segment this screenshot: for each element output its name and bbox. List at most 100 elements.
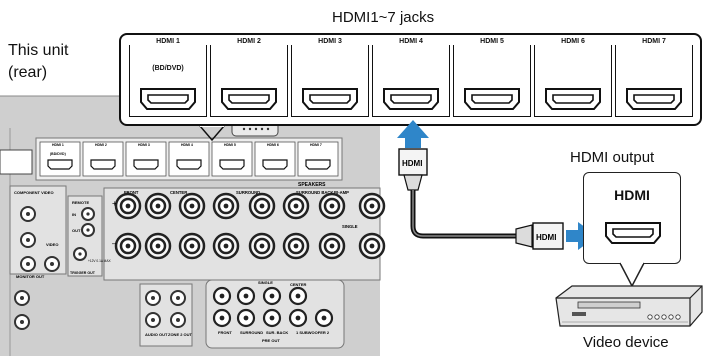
rear-small-jack: HDMI 7 <box>297 141 339 177</box>
preout-jack <box>212 308 232 328</box>
rear-small-jack: HDMI 3 <box>125 141 167 177</box>
hdmi-port-icon <box>464 88 520 110</box>
jack-hdmi-3-label: HDMI 3 <box>314 38 346 45</box>
device-hdmi-box: HDMI <box>583 172 681 264</box>
preout-jack <box>236 308 256 328</box>
hdmi-port-icon <box>221 88 277 110</box>
preout-surback-label: SUR. BACK <box>266 330 288 335</box>
speaker-terminal <box>318 232 346 260</box>
preout-center-label: CENTER <box>290 282 307 287</box>
speaker-group-label: BI-AMP <box>334 190 349 195</box>
unit-label-line2: (rear) <box>8 64 48 81</box>
preout-jack <box>262 308 282 328</box>
subwoofer-label: 1 SUBWOOFER 2 <box>296 330 330 335</box>
preout-surround-label: SURROUND <box>240 330 263 335</box>
audio-out-label: AUDIO OUT <box>145 332 168 337</box>
preout-single-label: SINGLE <box>258 280 273 285</box>
rear-small-jack: HDMI 4 <box>168 141 210 177</box>
jack-hdmi-5-label: HDMI 5 <box>476 38 508 45</box>
speaker-terminal <box>282 232 310 260</box>
plug-label-top: HDMI <box>402 159 422 168</box>
speaker-group-label: SURROUND BACK <box>296 190 333 195</box>
speaker-group-label: SURROUND <box>236 190 260 195</box>
arrow-up-icon <box>397 120 429 148</box>
jack-hdmi-6[interactable]: HDMI 6 <box>534 38 612 117</box>
monitor-out-label: MONITOR OUT <box>16 274 45 279</box>
speaker-terminal <box>212 192 240 220</box>
jack-hdmi-6-label: HDMI 6 <box>557 38 589 45</box>
video-label: VIDEO <box>46 242 58 247</box>
svg-text:–: – <box>112 239 117 248</box>
cable-plug-side <box>532 222 564 250</box>
zone2-out-label: ZONE 2 OUT <box>168 332 193 337</box>
jack-hdmi-2-label: HDMI 2 <box>233 38 265 45</box>
speaker-terminal <box>318 192 346 220</box>
device-callout-pointer <box>619 262 645 288</box>
rear-small-jack-label: HDMI 3 <box>138 143 150 147</box>
hdmi-jacks-panel: HDMI 1 (BD/DVD) HDMI 2 HDMI 3 HDMI 4 HDM… <box>119 33 702 126</box>
disc-tray <box>577 301 641 309</box>
rear-jack-partial <box>0 149 33 175</box>
speaker-terminal <box>178 192 206 220</box>
preout-jack <box>236 286 256 306</box>
jack-hdmi-2[interactable]: HDMI 2 <box>210 38 288 117</box>
rear-small-jack: HDMI 2 <box>82 141 124 177</box>
preout-jack <box>314 308 334 328</box>
preout-jack <box>288 286 308 306</box>
jack-hdmi-5[interactable]: HDMI 5 <box>453 38 531 117</box>
speaker-terminal <box>212 232 240 260</box>
speakers-label: SPEAKERS <box>298 182 326 188</box>
speaker-terminal <box>114 232 142 260</box>
hdmi-port-icon <box>626 88 682 110</box>
rear-small-jack-label: HDMI 6 <box>267 143 279 147</box>
rear-small-jack: HDMI 1 (BD/DVD) <box>39 141 81 177</box>
speaker-terminal <box>358 192 386 220</box>
cable-strain-relief-top <box>403 174 423 191</box>
device-hdmi-label: HDMI <box>614 187 650 203</box>
callout-pointer <box>199 125 225 142</box>
jack-hdmi-4[interactable]: HDMI 4 <box>372 38 450 117</box>
hdmi-port-icon <box>302 88 358 110</box>
svg-text:+: + <box>112 199 117 208</box>
unit-label: This unit (rear) <box>8 40 68 84</box>
trigger-label: TRIGGER OUT <box>70 271 96 275</box>
rear-small-jack-label: HDMI 5 <box>224 143 236 147</box>
jack-hdmi-4-label: HDMI 4 <box>395 38 427 45</box>
hdmi-output-title: HDMI output <box>570 149 655 166</box>
jack-hdmi-1-label: HDMI 1 <box>152 38 184 45</box>
hdmi-port-icon <box>140 88 196 110</box>
jacks-title: HDMI1~7 jacks <box>332 9 435 26</box>
plug-label-side: HDMI <box>536 233 556 242</box>
speaker-terminal <box>114 192 142 220</box>
cable-strain-relief-side <box>515 224 533 248</box>
trigger-spec-label: +12V 0.1A MAX <box>88 259 111 263</box>
speaker-terminal <box>358 232 386 260</box>
hdmi-port-icon[interactable] <box>604 221 662 245</box>
single-label: SINGLE <box>342 224 358 229</box>
speaker-terminal <box>282 192 310 220</box>
rear-small-jack-label: HDMI 7 <box>310 143 322 147</box>
jack-hdmi-1[interactable]: HDMI 1 (BD/DVD) <box>129 38 207 117</box>
speaker-terminal <box>144 192 172 220</box>
remote-label: REMOTE <box>72 200 89 205</box>
preout-jack <box>262 286 282 306</box>
speaker-terminal <box>144 232 172 260</box>
component-label: COMPONENT VIDEO <box>14 190 54 195</box>
unit-label-line1: This unit <box>8 42 69 59</box>
rear-small-jack-label: HDMI 2 <box>95 143 107 147</box>
jack-hdmi-3[interactable]: HDMI 3 <box>291 38 369 117</box>
preout-jack <box>212 286 232 306</box>
preout-front-label: FRONT <box>218 330 232 335</box>
rear-small-jack-label: HDMI 1 <box>52 143 64 147</box>
rear-small-jack-label: HDMI 4 <box>181 143 193 147</box>
speaker-group-label: CENTER <box>170 190 187 195</box>
speaker-terminal <box>248 192 276 220</box>
rear-small-jack: HDMI 6 <box>254 141 296 177</box>
speaker-terminal <box>178 232 206 260</box>
rear-small-jack-sub: (BD/DVD) <box>50 152 66 156</box>
arrow-right-icon <box>566 222 597 250</box>
jack-hdmi-7[interactable]: HDMI 7 <box>615 38 693 117</box>
